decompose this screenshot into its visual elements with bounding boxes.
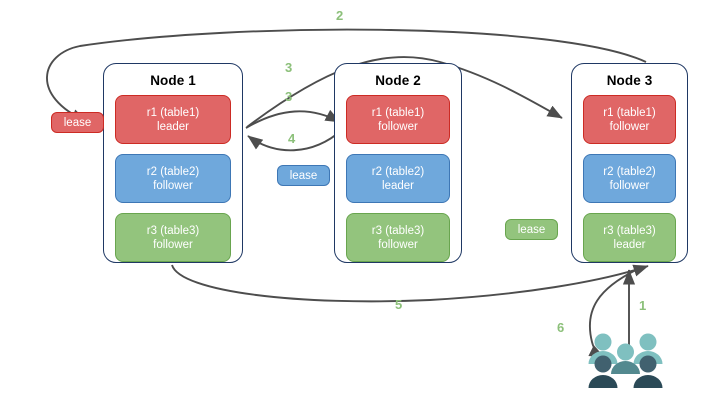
replica-name: r1 (table1) <box>146 106 200 119</box>
users-icon <box>588 333 663 388</box>
replica-role: leader <box>157 120 189 133</box>
replica-name: r2 (table2) <box>146 165 200 178</box>
lease-badge-r1[interactable]: lease <box>51 112 104 133</box>
replica-node3-r1[interactable]: r1 (table1) follower <box>583 95 676 144</box>
replica-list-node3: r1 (table1) follower r2 (table2) followe… <box>572 95 687 262</box>
node-title-node3: Node 3 <box>606 73 653 88</box>
replica-node1-r1[interactable]: r1 (table1) leader <box>115 95 231 144</box>
replica-role: follower <box>609 179 650 192</box>
replica-node2-r1[interactable]: r1 (table1) follower <box>346 95 450 144</box>
lease-badge-r2[interactable]: lease <box>277 165 330 186</box>
step-label-2: 2 <box>336 8 344 23</box>
replica-name: r3 (table3) <box>603 224 656 237</box>
replica-list-node2: r1 (table1) follower r2 (table2) leader … <box>335 95 461 262</box>
step-label-6: 6 <box>557 320 565 335</box>
node-container-node2: Node 2 r1 (table1) follower r2 (table2) … <box>334 63 462 263</box>
step-label-1: 1 <box>639 298 647 313</box>
replica-role: follower <box>378 120 418 133</box>
edge-step-2 <box>46 28 647 122</box>
replica-name: r2 (table2) <box>371 165 425 178</box>
edge-step-3-to-node2 <box>245 109 341 129</box>
step-label-5: 5 <box>395 297 403 312</box>
replica-name: r1 (table1) <box>371 106 425 119</box>
node-title-node2: Node 2 <box>375 73 421 88</box>
replica-node1-r3[interactable]: r3 (table3) follower <box>115 213 231 262</box>
replica-name: r2 (table2) <box>603 165 656 178</box>
replica-role: leader <box>382 179 414 192</box>
edge-step-5 <box>171 264 649 303</box>
replica-node1-r2[interactable]: r2 (table2) follower <box>115 154 231 203</box>
replica-node3-r2[interactable]: r2 (table2) follower <box>583 154 676 203</box>
edge-step-3-to-node3 <box>246 56 563 128</box>
node-container-node3: Node 3 r1 (table1) follower r2 (table2) … <box>571 63 688 263</box>
edge-step-4 <box>247 129 343 152</box>
replica-node2-r3[interactable]: r3 (table3) follower <box>346 213 450 262</box>
replica-role: follower <box>378 238 418 251</box>
replica-node2-r2[interactable]: r2 (table2) leader <box>346 154 450 203</box>
lease-badge-r3[interactable]: lease <box>505 219 558 240</box>
step-label-3b: 3 <box>285 89 293 104</box>
replica-name: r1 (table1) <box>603 106 656 119</box>
replica-list-node1: r1 (table1) leader r2 (table2) follower … <box>104 95 242 262</box>
replica-name: r3 (table3) <box>146 224 200 237</box>
replica-role: follower <box>153 238 193 251</box>
step-label-3a: 3 <box>285 60 293 75</box>
replica-role: follower <box>153 179 193 192</box>
replica-name: r3 (table3) <box>371 224 425 237</box>
replica-node3-r3[interactable]: r3 (table3) leader <box>583 213 676 262</box>
step-label-4: 4 <box>288 131 296 146</box>
replica-role: follower <box>609 120 650 133</box>
node-title-node1: Node 1 <box>150 73 196 88</box>
replica-role: leader <box>613 238 646 251</box>
node-container-node1: Node 1 r1 (table1) leader r2 (table2) fo… <box>103 63 243 263</box>
